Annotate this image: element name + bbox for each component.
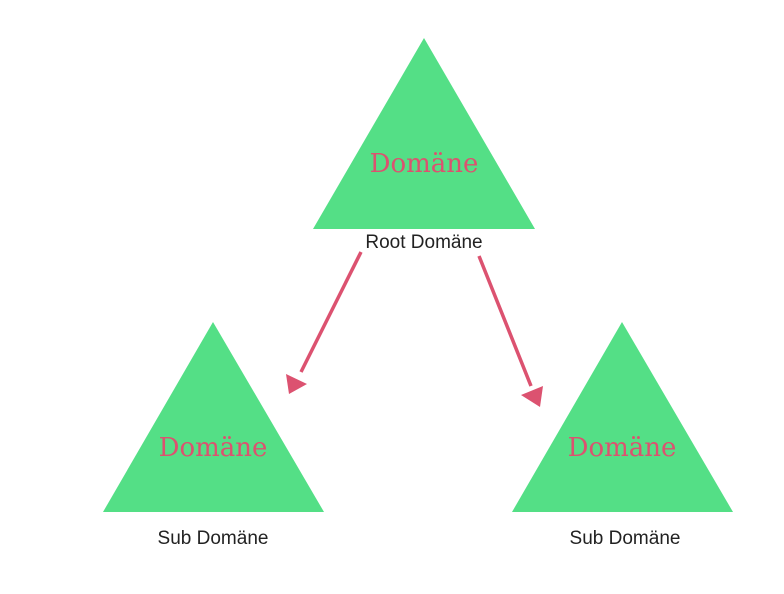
sub-domain-right-node[interactable]: Domäne Sub Domäne — [512, 322, 733, 549]
arrowhead-right — [521, 386, 543, 407]
arrow-root-to-left — [286, 251, 363, 394]
sub-domain-left-triangle — [103, 322, 324, 512]
root-domain-node[interactable]: Domäne Root Domäne — [313, 38, 535, 253]
sub-domain-left-caption: Sub Domäne — [158, 528, 269, 549]
arrow-root-to-right — [477, 255, 543, 407]
arrowhead-left — [286, 374, 307, 394]
root-domain-caption: Root Domäne — [365, 232, 482, 253]
root-domain-title: Domäne — [370, 149, 479, 179]
sub-domain-right-title: Domäne — [568, 433, 677, 463]
sub-domain-right-caption: Sub Domäne — [570, 528, 681, 549]
sub-domain-right-triangle — [512, 322, 733, 512]
sub-domain-left-node[interactable]: Domäne Sub Domäne — [103, 322, 324, 549]
sub-domain-left-title: Domäne — [159, 433, 268, 463]
root-domain-triangle — [313, 38, 535, 229]
